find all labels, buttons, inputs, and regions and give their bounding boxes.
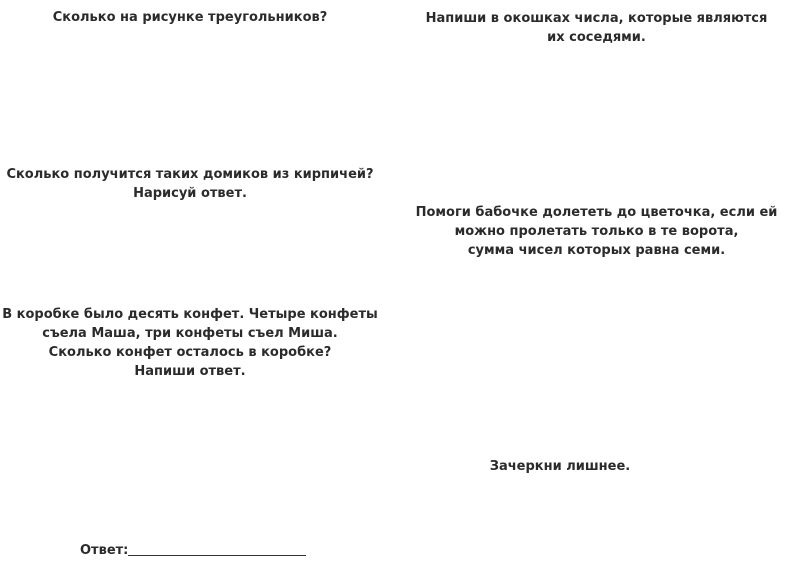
brick bbox=[137, 274, 168, 291]
maze-gates bbox=[440, 280, 718, 436]
brick bbox=[225, 274, 256, 291]
task4-question: Напиши в окошках числа, которые являются bbox=[425, 11, 768, 26]
brick bbox=[19, 274, 50, 291]
task2-instruction: Нарисуй ответ. bbox=[133, 186, 247, 201]
gate-left[interactable]: 6-1 bbox=[460, 347, 493, 368]
brick bbox=[166, 274, 197, 291]
ellipse-maze bbox=[423, 270, 707, 460]
brick bbox=[313, 274, 344, 291]
task6-question: Зачеркни лишнее. bbox=[489, 459, 631, 474]
brick bbox=[78, 274, 109, 291]
task5-line: сумма чисел которых равна семи. bbox=[467, 243, 726, 258]
flower-icon bbox=[737, 299, 791, 431]
brick bbox=[342, 274, 373, 291]
boy-icon bbox=[255, 370, 360, 550]
spiral-shape[interactable] bbox=[640, 498, 712, 560]
box-label-2: конфеты bbox=[193, 469, 274, 500]
window-empty[interactable] bbox=[717, 94, 754, 141]
task1-question: Сколько на рисунке треугольников? bbox=[52, 10, 328, 25]
task3-line: Сколько конфет осталось в коробке? bbox=[48, 345, 332, 360]
train-car-2: 8 bbox=[590, 65, 780, 191]
task5-line: можно пролетать только в те ворота, bbox=[454, 224, 739, 239]
answer-label: Ответ: bbox=[80, 543, 129, 558]
spiral-shape[interactable] bbox=[568, 498, 631, 560]
gate-inner-right[interactable]: 6+1 bbox=[622, 347, 662, 368]
gate-bottom[interactable]: 4+4 bbox=[537, 416, 577, 437]
gate-top[interactable]: 3+4 bbox=[537, 283, 577, 304]
gate-outer-right[interactable]: 5+2 bbox=[680, 347, 720, 368]
task3-line: В коробке было десять конфет. Четыре кон… bbox=[2, 307, 378, 322]
butterfly-icon bbox=[534, 327, 592, 388]
task3-line: Напиши ответ. bbox=[134, 364, 246, 379]
task4-question-cont: их соседями. bbox=[547, 30, 646, 45]
task5-line: Помоги бабочке долететь до цветочка, есл… bbox=[415, 205, 778, 220]
brick-row bbox=[19, 274, 373, 291]
brick-pyramid bbox=[17, 215, 126, 264]
window-empty[interactable] bbox=[624, 94, 661, 141]
candy-box: шоколадные конфеты bbox=[111, 434, 274, 528]
spiral-shape[interactable] bbox=[424, 498, 496, 560]
spiral-shape[interactable] bbox=[496, 498, 568, 560]
task2-question: Сколько получится таких домиков из кирпи… bbox=[6, 167, 374, 182]
girl-icon bbox=[20, 378, 120, 550]
window-empty[interactable] bbox=[449, 94, 486, 141]
brick bbox=[195, 274, 226, 291]
spiral-shape[interactable] bbox=[712, 498, 784, 560]
butterfly-icons bbox=[91, 36, 386, 134]
brick bbox=[107, 274, 138, 291]
gnome-left-icon bbox=[20, 54, 110, 150]
train-number: 8 bbox=[675, 101, 700, 142]
gnome-right-icon bbox=[302, 41, 355, 157]
triangle-figure bbox=[118, 38, 264, 147]
train-car-1: 3 bbox=[430, 65, 590, 191]
train-number: 3 bbox=[497, 101, 522, 142]
window-empty[interactable] bbox=[542, 94, 579, 141]
task3-line: съела Маша, три конфеты съел Миша. bbox=[42, 326, 338, 341]
brick bbox=[284, 274, 315, 291]
spirals bbox=[424, 498, 784, 560]
brick bbox=[254, 274, 285, 291]
brick bbox=[48, 274, 79, 291]
box-label-1: шоколадные bbox=[183, 449, 265, 477]
answer-line[interactable] bbox=[128, 555, 306, 556]
